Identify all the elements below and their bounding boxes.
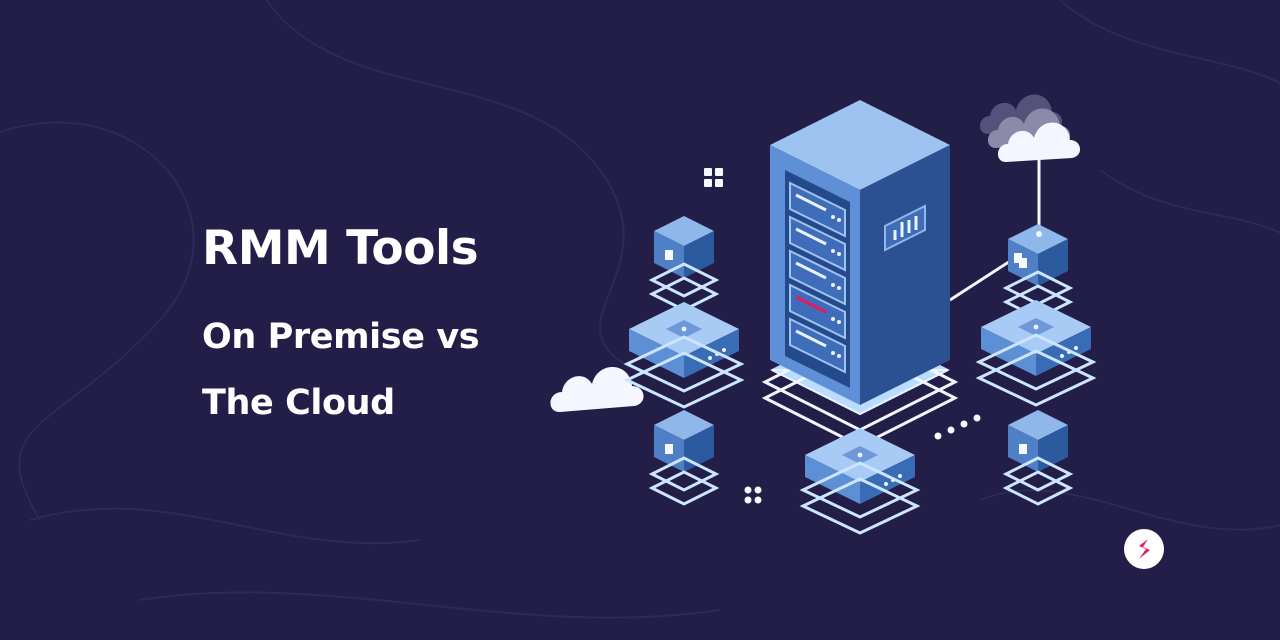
server-illustration: [550, 94, 1095, 535]
cloud-icon: [550, 366, 644, 412]
cloud-icon: [979, 94, 1081, 162]
subtitle-line-2: The Cloud: [202, 383, 395, 423]
connection-lines: [949, 150, 1041, 302]
subtitle: On Premise vs The Cloud: [202, 304, 562, 436]
server-rack-icon: [770, 100, 950, 405]
logo-badge-icon: [1124, 529, 1164, 569]
subtitle-line-1: On Premise vs: [202, 317, 480, 357]
decorative-dots: [704, 168, 981, 504]
page-title: RMM Tools: [202, 221, 479, 276]
headline-block: RMM Tools On Premise vs The Cloud: [202, 218, 562, 436]
